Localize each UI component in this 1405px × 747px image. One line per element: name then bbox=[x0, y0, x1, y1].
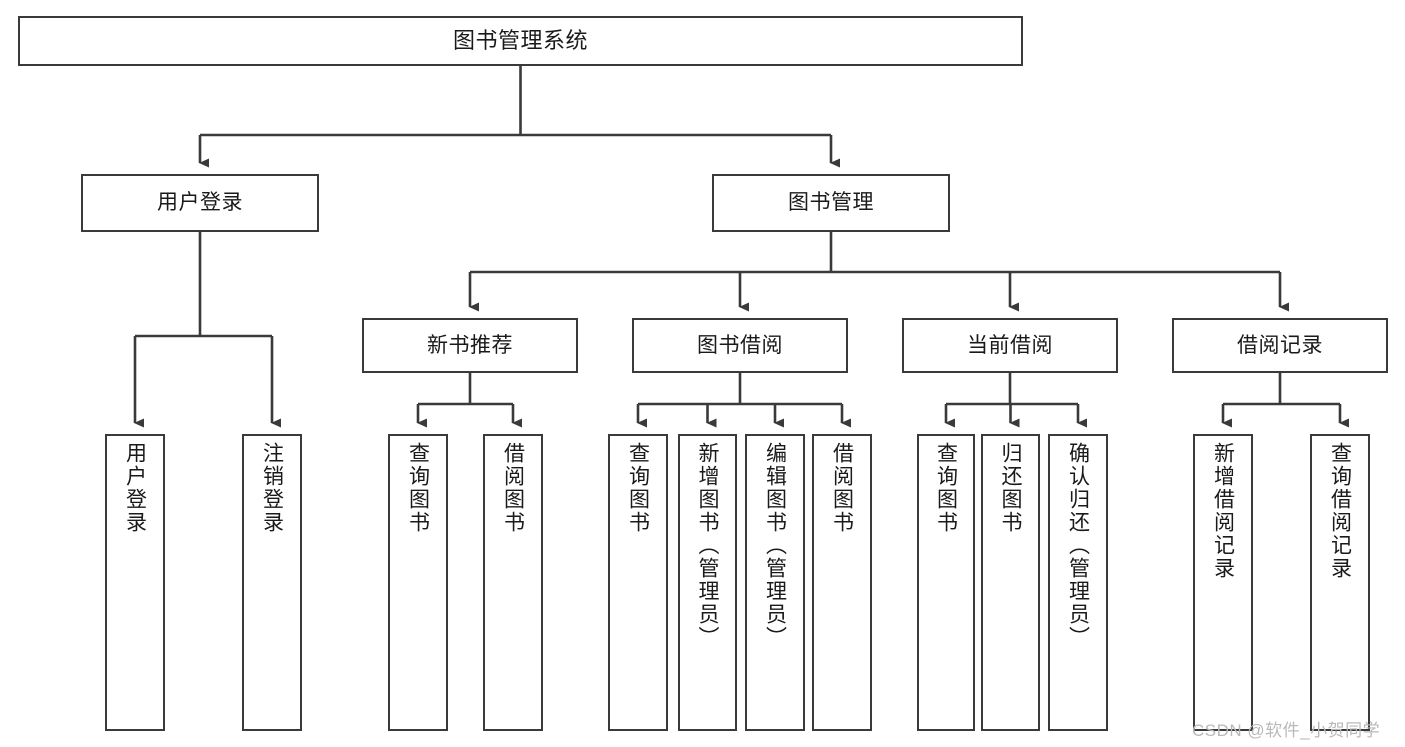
node-level2-new-book[interactable]: 新书推荐 bbox=[362, 318, 578, 373]
node-label: 用户登录 bbox=[123, 442, 147, 534]
node-label: 注销登录 bbox=[260, 442, 284, 534]
node-label: 归还图书 bbox=[999, 442, 1022, 534]
node-label: 编辑图书（管理员） bbox=[763, 442, 787, 649]
node-leaf-borrow-add[interactable]: 新增图书（管理员） bbox=[678, 434, 737, 731]
node-label: 图书管理 bbox=[788, 191, 874, 215]
node-level2-record[interactable]: 借阅记录 bbox=[1172, 318, 1388, 373]
node-label: 图书管理系统 bbox=[452, 27, 588, 53]
node-label: 借阅记录 bbox=[1237, 333, 1323, 357]
node-label: 确认归还（管理员） bbox=[1066, 442, 1090, 649]
node-label: 查询图书 bbox=[406, 442, 430, 534]
node-leaf-record-add[interactable]: 新增借阅记录 bbox=[1193, 434, 1253, 731]
node-leaf-new-borrow[interactable]: 借阅图书 bbox=[483, 434, 543, 731]
node-label: 新增借阅记录 bbox=[1211, 442, 1235, 580]
node-level2-current[interactable]: 当前借阅 bbox=[902, 318, 1118, 373]
node-leaf-current-confirm[interactable]: 确认归还（管理员） bbox=[1048, 434, 1108, 731]
node-leaf-record-query[interactable]: 查询借阅记录 bbox=[1310, 434, 1370, 731]
node-leaf-user-logout[interactable]: 注销登录 bbox=[242, 434, 302, 731]
node-leaf-borrow-query[interactable]: 查询图书 bbox=[608, 434, 668, 731]
node-label: 借阅图书 bbox=[501, 442, 525, 534]
node-label: 查询图书 bbox=[934, 442, 958, 534]
node-label: 查询图书 bbox=[626, 442, 650, 534]
node-leaf-new-query[interactable]: 查询图书 bbox=[388, 434, 448, 731]
node-leaf-current-return[interactable]: 归还图书 bbox=[981, 434, 1040, 731]
csdn-watermark: CSDN @软件_小贺同学 bbox=[1192, 721, 1381, 740]
node-label: 借阅图书 bbox=[830, 442, 854, 534]
node-leaf-user-login[interactable]: 用户登录 bbox=[105, 434, 165, 731]
node-level2-borrow[interactable]: 图书借阅 bbox=[632, 318, 848, 373]
node-leaf-borrow-edit[interactable]: 编辑图书（管理员） bbox=[745, 434, 805, 731]
node-level1-book-manage[interactable]: 图书管理 bbox=[712, 174, 950, 232]
node-label: 查询借阅记录 bbox=[1328, 442, 1352, 580]
node-label: 新增图书（管理员） bbox=[696, 442, 719, 649]
node-label: 当前借阅 bbox=[967, 333, 1053, 357]
node-label: 用户登录 bbox=[157, 191, 243, 215]
node-leaf-current-query[interactable]: 查询图书 bbox=[917, 434, 975, 731]
node-label: 图书借阅 bbox=[697, 333, 783, 357]
node-leaf-borrow-do[interactable]: 借阅图书 bbox=[812, 434, 872, 731]
node-level1-user-login[interactable]: 用户登录 bbox=[81, 174, 319, 232]
node-root[interactable]: 图书管理系统 bbox=[18, 16, 1023, 66]
node-label: 新书推荐 bbox=[427, 333, 513, 357]
